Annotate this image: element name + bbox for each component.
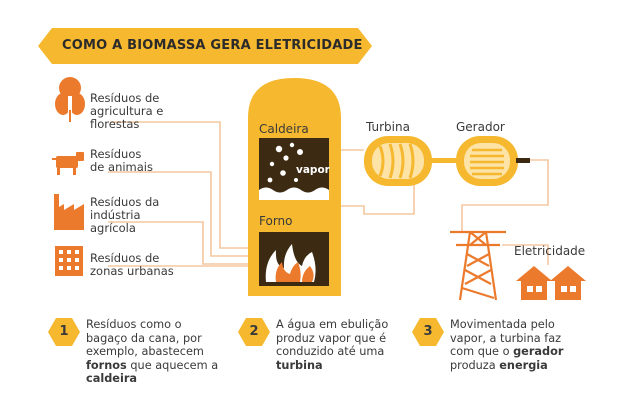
houses-icon [516,266,586,300]
power-tower-icon [450,230,506,301]
step-3-text-part: Movimentada pelo vapor, a turbina faz co… [450,318,562,358]
source-label-animals: Resíduos de animais [90,147,153,174]
step-2-badge [238,318,270,346]
step-1-badge [48,318,80,346]
step-2-text-part: turbina [276,358,323,372]
connection-lines [108,121,549,267]
step-3-text-part: energia [499,358,548,372]
step-3-badge [412,318,444,346]
cow-icon [52,152,84,175]
wire-generator-tower [461,159,549,232]
step-1-text-part: que aquecem a [130,358,219,372]
factory-icon [54,194,84,230]
title-banner [38,28,372,64]
boiler-label: Caldeira [259,122,309,136]
step-2-text: A água em ebulição produz vapor que é co… [276,318,388,372]
line-agriculture [110,121,252,249]
source-label-industry: Resíduos da indústria agrícola [90,195,160,235]
step-1-text: Resíduos como o bagaço da cana, por exem… [86,318,218,386]
step-1-text-part: Resíduos como o bagaço da cana, por exem… [86,318,204,358]
electricity-label: Eletricidade [514,244,586,258]
fire-icon [265,244,316,282]
generator-icon [456,136,530,186]
turbine-label: Turbina [366,120,410,134]
line-industry [108,221,252,265]
step-1-text-part: caldeira [86,372,138,385]
turbine-icon [364,136,456,186]
step-2-text-part: A água em ebulição produz vapor que é co… [276,318,389,358]
steam-label: vapor [296,164,330,176]
step-3-text: Movimentada pelo vapor, a turbina faz co… [450,318,563,372]
step-2-number: 2 [249,324,259,339]
step-badges [48,318,444,346]
source-label-urban: Resíduos de zonas urbanas [90,251,174,278]
tree-icon [55,77,85,122]
generator-label: Gerador [456,120,505,134]
building-icon [55,246,83,276]
step-3-number: 3 [423,324,433,339]
page-title: COMO A BIOMASSA GERA ELETRICIDADE [62,38,363,53]
steam-bubbles-icon [267,142,303,183]
step-1-number: 1 [59,324,69,339]
pipe-steam-return [341,185,415,215]
water-wave [259,187,329,200]
step-3-text-part: gerador [513,345,564,358]
line-animals [108,171,252,257]
wire-tower-houses [502,244,549,265]
step-1-text-part: fornos [86,358,127,372]
furnace-label: Forno [259,214,293,228]
step-3-text-part: produza [450,358,496,372]
source-label-agriculture: Resíduos de agricultura e florestas [90,91,164,131]
